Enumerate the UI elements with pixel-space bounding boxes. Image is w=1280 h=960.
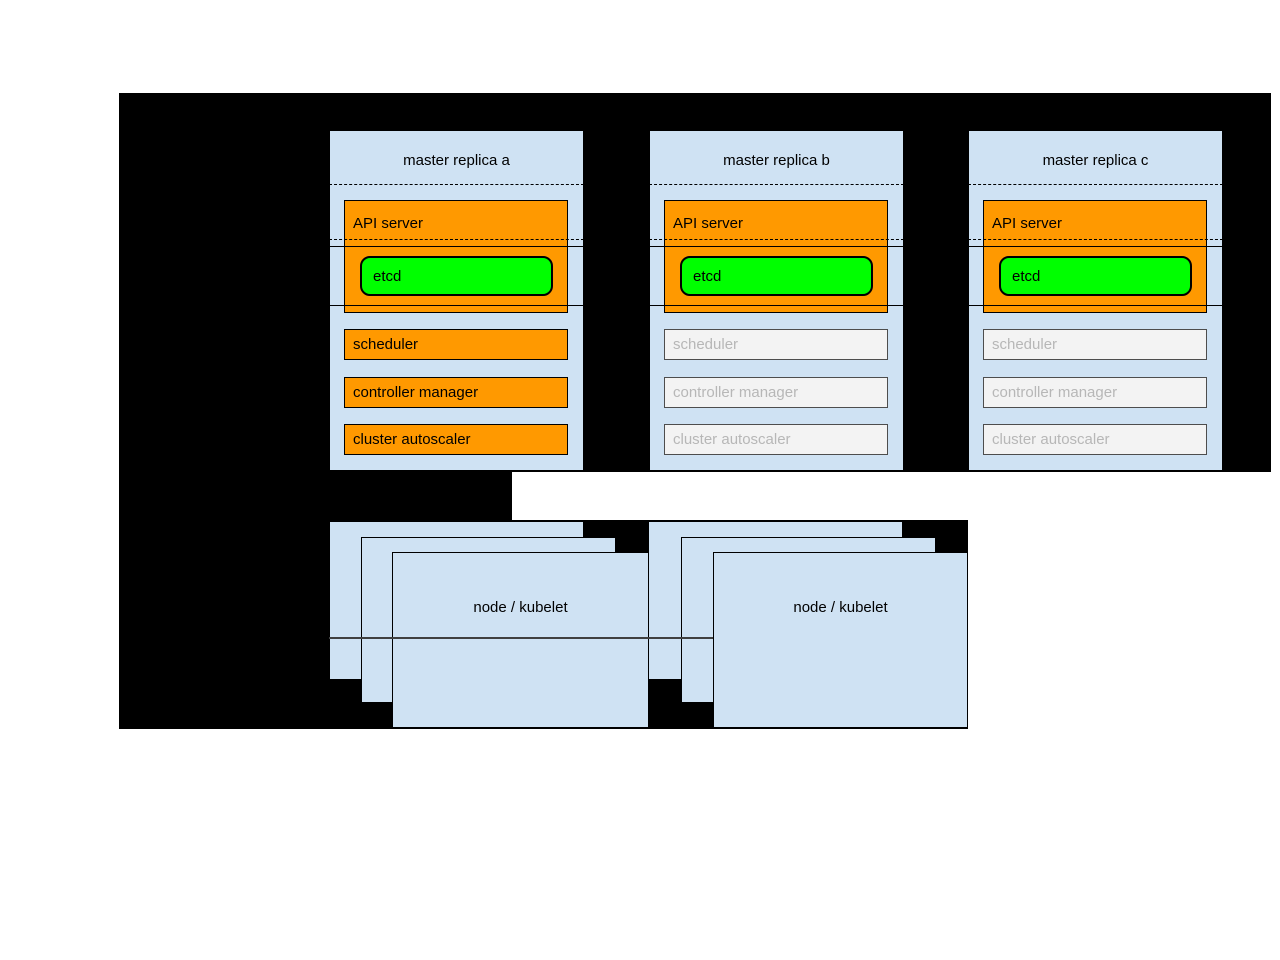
cluster-autoscaler-box: cluster autoscaler — [344, 424, 568, 455]
api-server-label: API server — [992, 215, 1063, 232]
slide-background-left-strip — [119, 472, 512, 521]
zone-divider-dashed-mid — [649, 239, 904, 240]
zone-divider-dashed-mid — [329, 239, 584, 240]
zone-divider-dashed-top — [649, 184, 904, 185]
scheduler-box: scheduler — [344, 329, 568, 360]
zone-divider-dashed-top — [329, 184, 584, 185]
node-kubelet-label: node / kubelet — [793, 599, 888, 616]
controller-manager-box: controller manager — [983, 377, 1207, 408]
cluster-autoscaler-box: cluster autoscaler — [983, 424, 1207, 455]
scheduler-box: scheduler — [983, 329, 1207, 360]
etcd-box: etcd — [680, 256, 873, 296]
controller-manager-label: controller manager — [992, 384, 1118, 401]
cluster-autoscaler-label: cluster autoscaler — [673, 431, 791, 448]
etcd-box: etcd — [999, 256, 1192, 296]
replica-title: master replica a — [403, 152, 510, 169]
zone-divider-dashed-mid — [968, 239, 1223, 240]
zone-divider-solid-bottom — [649, 305, 904, 306]
scheduler-label: scheduler — [353, 336, 419, 353]
etcd-box: etcd — [360, 256, 553, 296]
controller-manager-label: controller manager — [673, 384, 799, 401]
master-replica-b-panel: master replica b API server etcd schedul… — [649, 130, 904, 471]
cluster-autoscaler-box: cluster autoscaler — [664, 424, 888, 455]
cluster-autoscaler-label: cluster autoscaler — [992, 431, 1110, 448]
cluster-autoscaler-label: cluster autoscaler — [353, 431, 471, 448]
node-stack-1-front: node / kubelet — [392, 552, 649, 728]
etcd-label: etcd — [373, 267, 402, 285]
replica-title: master replica b — [723, 152, 830, 169]
master-replica-c-panel: master replica c API server etcd schedul… — [968, 130, 1223, 471]
zone-divider-solid-bottom — [329, 305, 584, 306]
scheduler-label: scheduler — [992, 336, 1058, 353]
api-server-label: API server — [353, 215, 424, 232]
controller-manager-label: controller manager — [353, 384, 479, 401]
node-kubelet-label: node / kubelet — [473, 599, 568, 616]
zone-divider-solid-top — [968, 246, 1223, 247]
etcd-label: etcd — [693, 267, 722, 285]
etcd-label: etcd — [1012, 267, 1041, 285]
zone-divider-dashed-top — [968, 184, 1223, 185]
node-stack-2-front: node / kubelet — [713, 552, 968, 728]
controller-manager-box: controller manager — [664, 377, 888, 408]
node-zone-divider-line — [329, 637, 713, 639]
api-server-label: API server — [673, 215, 744, 232]
replica-title: master replica c — [1042, 152, 1149, 169]
scheduler-label: scheduler — [673, 336, 739, 353]
scheduler-box: scheduler — [664, 329, 888, 360]
controller-manager-box: controller manager — [344, 377, 568, 408]
master-replica-a-panel: master replica a API server etcd schedul… — [329, 130, 584, 471]
zone-divider-solid-top — [329, 246, 584, 247]
zone-divider-solid-bottom — [968, 305, 1223, 306]
zone-divider-solid-top — [649, 246, 904, 247]
